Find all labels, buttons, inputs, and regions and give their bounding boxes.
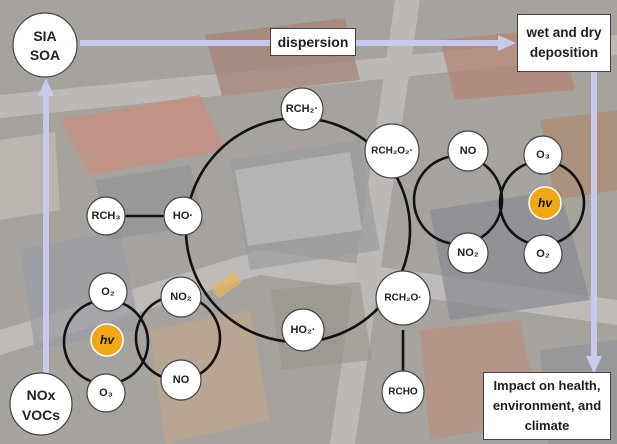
svg-text:NO: NO [460, 145, 477, 157]
node-no2-right: NO₂ [447, 232, 489, 274]
nox-cycle-right [412, 154, 504, 246]
arrow-head-up [38, 78, 54, 96]
node-o3-right: O₃ [523, 135, 563, 175]
node-ho2: HO₂· [281, 308, 325, 352]
nox-label: NOx [27, 387, 56, 403]
svg-text:O₂: O₂ [101, 286, 115, 298]
svg-text:HO·: HO· [173, 210, 193, 222]
node-no-top: NO [447, 130, 489, 172]
node-sia-soa: SIA SOA [12, 12, 78, 78]
dispersion-box: dispersion [270, 28, 356, 56]
svg-text:O₂: O₂ [536, 248, 550, 260]
node-ho: HO· [163, 196, 203, 236]
sia-label: SIA [33, 28, 56, 44]
svg-text:hv: hv [538, 196, 553, 210]
svg-text:O₃: O₃ [536, 149, 550, 161]
node-rcho: RCHO [381, 370, 425, 414]
node-rch3: RCH₃ [86, 196, 126, 236]
node-o2-left: O₂ [88, 272, 128, 312]
node-o2-right: O₂ [523, 234, 563, 274]
vocs-label: VOCs [22, 407, 60, 423]
cycle-circles [62, 116, 586, 386]
node-rch2o: RCH₂O· [375, 270, 431, 326]
svg-text:HO₂·: HO₂· [290, 324, 315, 336]
node-nox-vocs: NOx VOCs [9, 372, 73, 436]
arrow-head-right [498, 35, 516, 51]
svg-text:RCHO: RCHO [388, 387, 418, 398]
svg-text:RCH₂·: RCH₂· [286, 103, 318, 115]
svg-text:O₃: O₃ [99, 387, 113, 399]
node-o3-left: O₃ [86, 373, 126, 413]
svg-text:NO: NO [173, 374, 190, 386]
node-rch2: RCH₂· [280, 87, 324, 131]
node-rch2o2: RCH₂O₂· [364, 123, 420, 179]
arrow-head-down [586, 356, 602, 374]
node-no-left: NO [160, 359, 202, 401]
soa-label: SOA [30, 47, 60, 63]
svg-text:NO₂: NO₂ [457, 247, 479, 259]
svg-text:hv: hv [100, 333, 115, 347]
node-hv-right: hv [528, 186, 562, 220]
svg-text:RCH₂O₂·: RCH₂O₂· [371, 146, 413, 157]
node-no2-left: NO₂ [160, 276, 202, 318]
impact-box: Impact on health, environment, and clima… [483, 372, 611, 440]
node-hv-left: hv [90, 323, 124, 357]
svg-text:RCH₂O·: RCH₂O· [384, 293, 421, 304]
svg-text:NO₂: NO₂ [170, 291, 192, 303]
svg-text:RCH₃: RCH₃ [92, 210, 121, 222]
deposition-box: wet and dry deposition [517, 14, 611, 72]
